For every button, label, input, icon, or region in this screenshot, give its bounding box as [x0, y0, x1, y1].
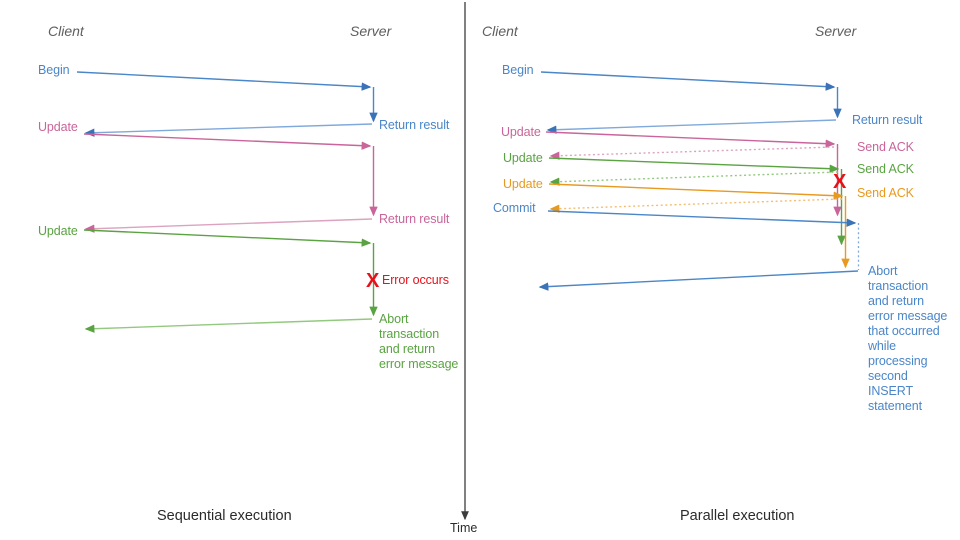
parallel-error-x-icon: X [833, 171, 847, 193]
parallel-label-update-2: Update [503, 151, 543, 165]
parallel-label-commit: Commit [493, 201, 536, 215]
arrow-update-1-request [83, 133, 372, 150]
sequential-label-return-result-2: Return result [379, 212, 450, 226]
sequential-label-error-occurs: Error occurs [382, 273, 449, 287]
arrow-return-result-1 [84, 123, 373, 137]
parallel-label-update-1: Update [501, 125, 541, 139]
parallel-abort-note: Abort transaction and return error messa… [868, 264, 948, 413]
arrow-update-2-request [83, 229, 372, 247]
parallel-label-send-ack-3: Send ACK [857, 186, 914, 200]
parallel-actor-server: Server [815, 23, 857, 39]
arrow-begin-request-p [540, 71, 836, 91]
time-axis-label: Time [450, 521, 478, 535]
sequential-actor-client: Client [48, 23, 84, 39]
sequential-actor-server: Server [350, 23, 392, 39]
sequential-caption: Sequential execution [157, 508, 292, 524]
arrow-update-1-request-p [545, 131, 836, 148]
parallel-label-begin: Begin [502, 63, 534, 77]
parallel-actor-client: Client [482, 23, 518, 39]
parallel-label-send-ack-2: Send ACK [857, 162, 914, 176]
parallel-caption: Parallel execution [680, 508, 795, 524]
sequential-panel-arrows [76, 71, 378, 333]
sequential-label-return-result-1: Return result [379, 118, 450, 132]
sequential-abort-note: Abort transaction and return error messa… [379, 312, 459, 371]
parallel-panel-arrows [538, 71, 860, 291]
arrow-begin-request [76, 71, 372, 91]
parallel-label-update-3: Update [503, 177, 543, 191]
arrow-update-2-request-p [548, 157, 840, 173]
parallel-label-return-result: Return result [852, 113, 923, 127]
arrow-commit-request [547, 210, 857, 227]
sequential-error-x-icon: X [366, 270, 380, 292]
parallel-label-send-ack-1: Send ACK [857, 140, 914, 154]
arrow-update-3-request-p [548, 183, 844, 200]
arrow-return-result-2 [84, 218, 373, 233]
arrow-abort-return [84, 318, 373, 333]
arrow-abort-return-p [538, 270, 859, 291]
arrow-send-ack-3 [549, 198, 843, 213]
arrow-return-result-p [546, 119, 837, 134]
arrow-send-ack-1 [549, 146, 835, 160]
arrow-send-ack-2 [549, 171, 839, 186]
sequential-label-begin: Begin [38, 63, 70, 77]
sequential-label-update-1: Update [38, 120, 78, 134]
sequential-label-update-2: Update [38, 224, 78, 238]
